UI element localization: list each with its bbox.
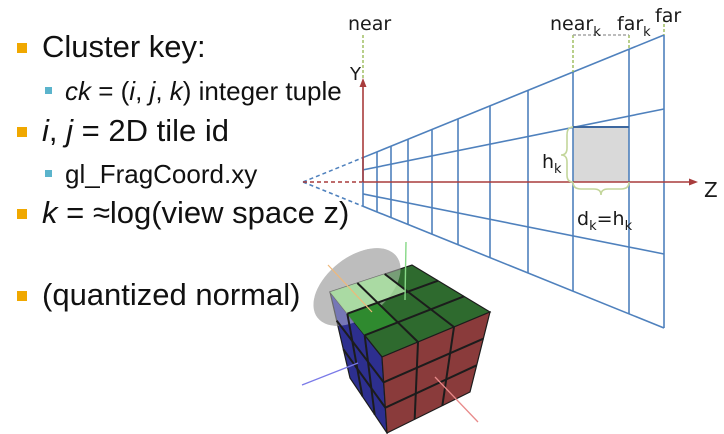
cube-grid-line xyxy=(384,364,478,409)
z-axis-arrowhead xyxy=(689,178,698,186)
normal-axis-orange xyxy=(327,264,373,313)
label-near-plane: near xyxy=(348,13,391,35)
text-segment: i xyxy=(42,113,49,148)
y-axis-arrowhead xyxy=(359,78,367,87)
eye-projection-dashed-line xyxy=(302,181,364,207)
text-segment: = 2D tile id xyxy=(73,113,229,148)
cube-grid-line xyxy=(346,279,439,315)
text-segment: k xyxy=(42,195,58,230)
bullet-text: Cluster key: xyxy=(42,31,206,62)
label-subscript: k xyxy=(625,219,633,234)
tile-row-boundary-line xyxy=(362,34,665,159)
label-z-axis: Z xyxy=(704,178,718,202)
bullet-quantized-normal: (quantized normal) xyxy=(0,279,360,310)
cube-grid-line xyxy=(346,313,364,397)
cube-grid-line xyxy=(342,348,387,409)
normal-cone-cube-illustration xyxy=(301,241,492,434)
sub-bullet-ck-tuple: ck = (i, j, k) integer tuple xyxy=(0,78,360,104)
cube-grid-line xyxy=(383,337,484,384)
bullet-k-log-z: k = ≈log(view space z) xyxy=(0,197,360,228)
cube-grid-line xyxy=(441,326,455,406)
label-height-hk: hk xyxy=(542,151,562,177)
cube-grid-line xyxy=(364,295,465,337)
label-near-k: neark xyxy=(550,13,601,40)
bullet-marker-square xyxy=(17,127,27,137)
cube-grid-line xyxy=(384,273,455,328)
tile-row-boundary-line xyxy=(362,193,665,255)
cube-grid-line xyxy=(335,320,385,383)
tile-row-boundary-line xyxy=(362,205,665,329)
cube-grid-line xyxy=(413,341,419,420)
sub-bullet-marker-square xyxy=(45,170,52,177)
tile-row-boundary-line xyxy=(362,108,665,171)
label-text: h xyxy=(542,151,554,173)
bullet-text: k = ≈log(view space z) xyxy=(42,197,349,228)
bullet-text: gl_FragCoord.xy xyxy=(65,161,257,187)
text-segment: ck xyxy=(65,76,91,106)
height-brace xyxy=(560,126,574,183)
label-text: =h xyxy=(597,208,625,230)
label-subscript: k xyxy=(589,219,597,234)
eye-projection-dashed-line xyxy=(302,156,364,183)
text-segment: , xyxy=(135,76,150,106)
diagram-labels: near neark fark far Y Z hk dk=hk xyxy=(348,5,718,234)
sub-bullet-marker-square xyxy=(45,87,52,94)
text-segment: , xyxy=(155,76,170,106)
label-text: far xyxy=(617,13,643,35)
label-subscript: k xyxy=(554,162,562,177)
text-segment: (quantized normal) xyxy=(42,277,301,312)
label-text: d xyxy=(577,208,589,230)
label-subscript: k xyxy=(643,25,651,40)
cube-grid-line xyxy=(356,282,419,343)
text-segment: j xyxy=(66,113,74,148)
highlighted-cluster-cell xyxy=(573,127,629,182)
normal-axis-red xyxy=(434,376,479,423)
view-frustum-grid xyxy=(302,34,698,329)
text-segment: gl_FragCoord.xy xyxy=(65,159,258,189)
label-far-k: fark xyxy=(617,13,651,40)
bullet-marker-square xyxy=(17,209,27,219)
plane-guides xyxy=(362,19,665,78)
text-segment: i xyxy=(129,76,136,106)
bullet-text: (quantized normal) xyxy=(42,279,300,310)
text-segment: = ≈log(view space z) xyxy=(57,195,350,230)
label-far-plane: far xyxy=(655,5,681,27)
normal-axis-green xyxy=(404,241,407,301)
depth-brace xyxy=(572,181,630,196)
label-y-axis: Y xyxy=(349,64,362,85)
cube-grid-line xyxy=(363,335,376,415)
label-text: near xyxy=(550,13,593,35)
text-segment: j xyxy=(149,76,156,106)
bullet-text: ck = (i, j, k) integer tuple xyxy=(65,78,342,104)
bullet-cluster-key: Cluster key: xyxy=(0,31,360,62)
sub-bullet-fragcoord: gl_FragCoord.xy xyxy=(0,161,360,187)
text-segment: = ( xyxy=(91,76,130,106)
normal-axis-blue xyxy=(301,362,359,386)
bullet-tile-id: i, j = 2D tile id xyxy=(0,115,360,146)
text-segment: Cluster key: xyxy=(42,29,206,64)
text-segment: ) integer tuple xyxy=(182,76,342,106)
text-segment: k xyxy=(169,76,183,106)
label-depth-equals-height: dk=hk xyxy=(577,208,633,234)
bullet-text: i, j = 2D tile id xyxy=(42,115,229,146)
bullet-marker-square xyxy=(17,291,27,301)
bullet-marker-square xyxy=(17,43,27,53)
label-subscript: k xyxy=(593,25,601,40)
text-segment: , xyxy=(48,113,67,148)
